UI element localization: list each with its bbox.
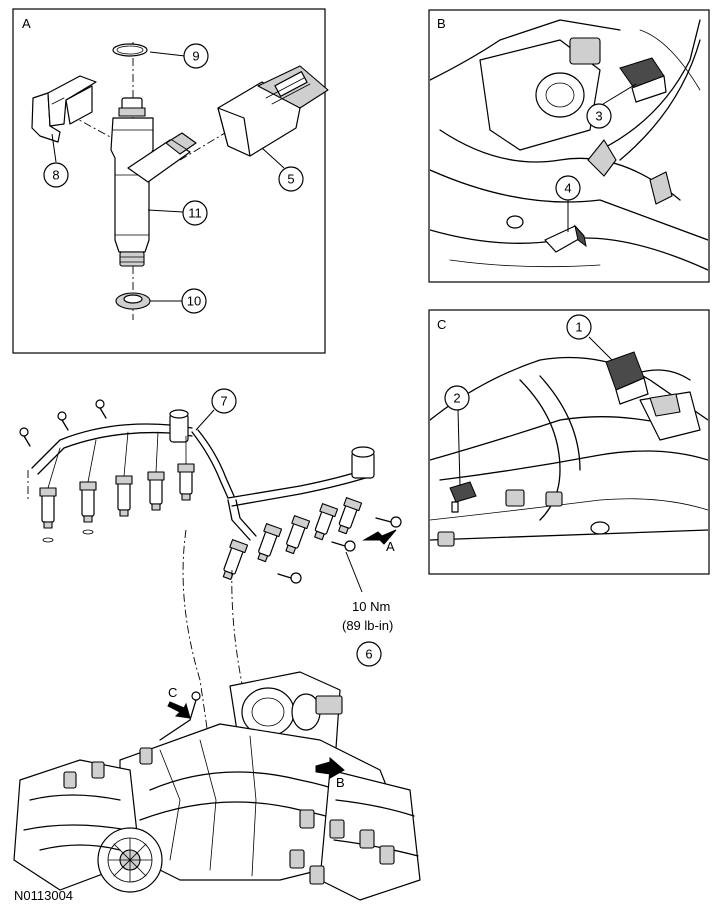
callout-6 xyxy=(356,641,382,667)
leader-3 xyxy=(602,83,637,105)
leader-11 xyxy=(147,209,184,213)
callout-4 xyxy=(555,175,581,201)
callout-3 xyxy=(586,103,612,129)
callout-8 xyxy=(43,162,69,188)
fuel-rail-bolts xyxy=(19,399,402,584)
injector-retaining-clip xyxy=(31,75,97,143)
left-bank-injectors xyxy=(39,431,195,543)
callout-1 xyxy=(566,314,592,340)
callout-5-text: 5 xyxy=(287,172,294,187)
leader-8 xyxy=(51,133,57,163)
callout-4-text: 4 xyxy=(564,181,571,196)
callout-7 xyxy=(211,388,237,414)
view-arrow-a: A xyxy=(362,529,397,554)
callout-7-text: 7 xyxy=(220,394,227,409)
sensor-4 xyxy=(544,224,587,253)
panel-c: C xyxy=(428,309,710,575)
callout-10 xyxy=(181,288,207,314)
view-arrow-a-label: A xyxy=(386,539,395,554)
sensor-connector-1 xyxy=(605,351,649,405)
panel-c-frame xyxy=(428,309,710,575)
callout-9 xyxy=(183,43,209,69)
ignition-coils xyxy=(63,747,395,885)
view-arrow-c: C xyxy=(167,685,191,719)
leader-5 xyxy=(261,147,285,169)
view-arrow-b-label: B xyxy=(336,775,345,790)
callout-10-text: 10 xyxy=(187,294,201,309)
view-arrow-c-label: C xyxy=(168,685,177,700)
lower-o-ring-hole xyxy=(123,294,143,304)
callout-3-text: 3 xyxy=(595,109,602,124)
panel-b: B xyxy=(428,9,710,283)
callout-5 xyxy=(278,166,304,192)
alternator xyxy=(97,827,163,893)
sensor-connector-3 xyxy=(619,57,667,103)
injector-electrical-connector xyxy=(217,65,329,157)
fuel-injector xyxy=(110,97,197,267)
callout-11-text: 11 xyxy=(188,206,202,221)
upper-o-ring-inner xyxy=(116,45,144,55)
leader-9 xyxy=(149,51,186,57)
callout-9-text: 9 xyxy=(192,49,199,64)
callout-2 xyxy=(444,385,470,411)
connector-axis-line xyxy=(179,129,231,161)
left-fuel-rail xyxy=(31,423,193,469)
panel-b-label: B xyxy=(437,16,446,31)
panel-c-label: C xyxy=(437,317,446,332)
figure-id: N0113004 xyxy=(14,888,73,903)
leader-7 xyxy=(195,409,215,431)
view-arrow-b: B xyxy=(315,756,345,790)
callout-8-text: 8 xyxy=(52,168,59,183)
torque-imperial: (89 lb-in) xyxy=(342,618,393,633)
callout-11 xyxy=(182,200,208,226)
callout-2-text: 2 xyxy=(453,391,460,406)
leader-2 xyxy=(457,409,461,487)
torque-metric: 10 Nm xyxy=(352,599,390,614)
callout-6-text: 6 xyxy=(365,647,372,662)
panel-b-engine-detail xyxy=(430,19,708,271)
right-rail-damper xyxy=(351,446,375,479)
callout-1-text: 1 xyxy=(575,320,582,335)
panel-a-label: A xyxy=(22,16,31,31)
leader-6 xyxy=(345,551,363,593)
leader-1 xyxy=(588,336,613,361)
right-bank-injectors xyxy=(222,497,363,580)
engine-assembly: B C xyxy=(13,671,421,901)
left-rail-damper xyxy=(169,409,189,443)
panel-a: A xyxy=(12,8,329,354)
sensor-2 xyxy=(449,481,477,513)
